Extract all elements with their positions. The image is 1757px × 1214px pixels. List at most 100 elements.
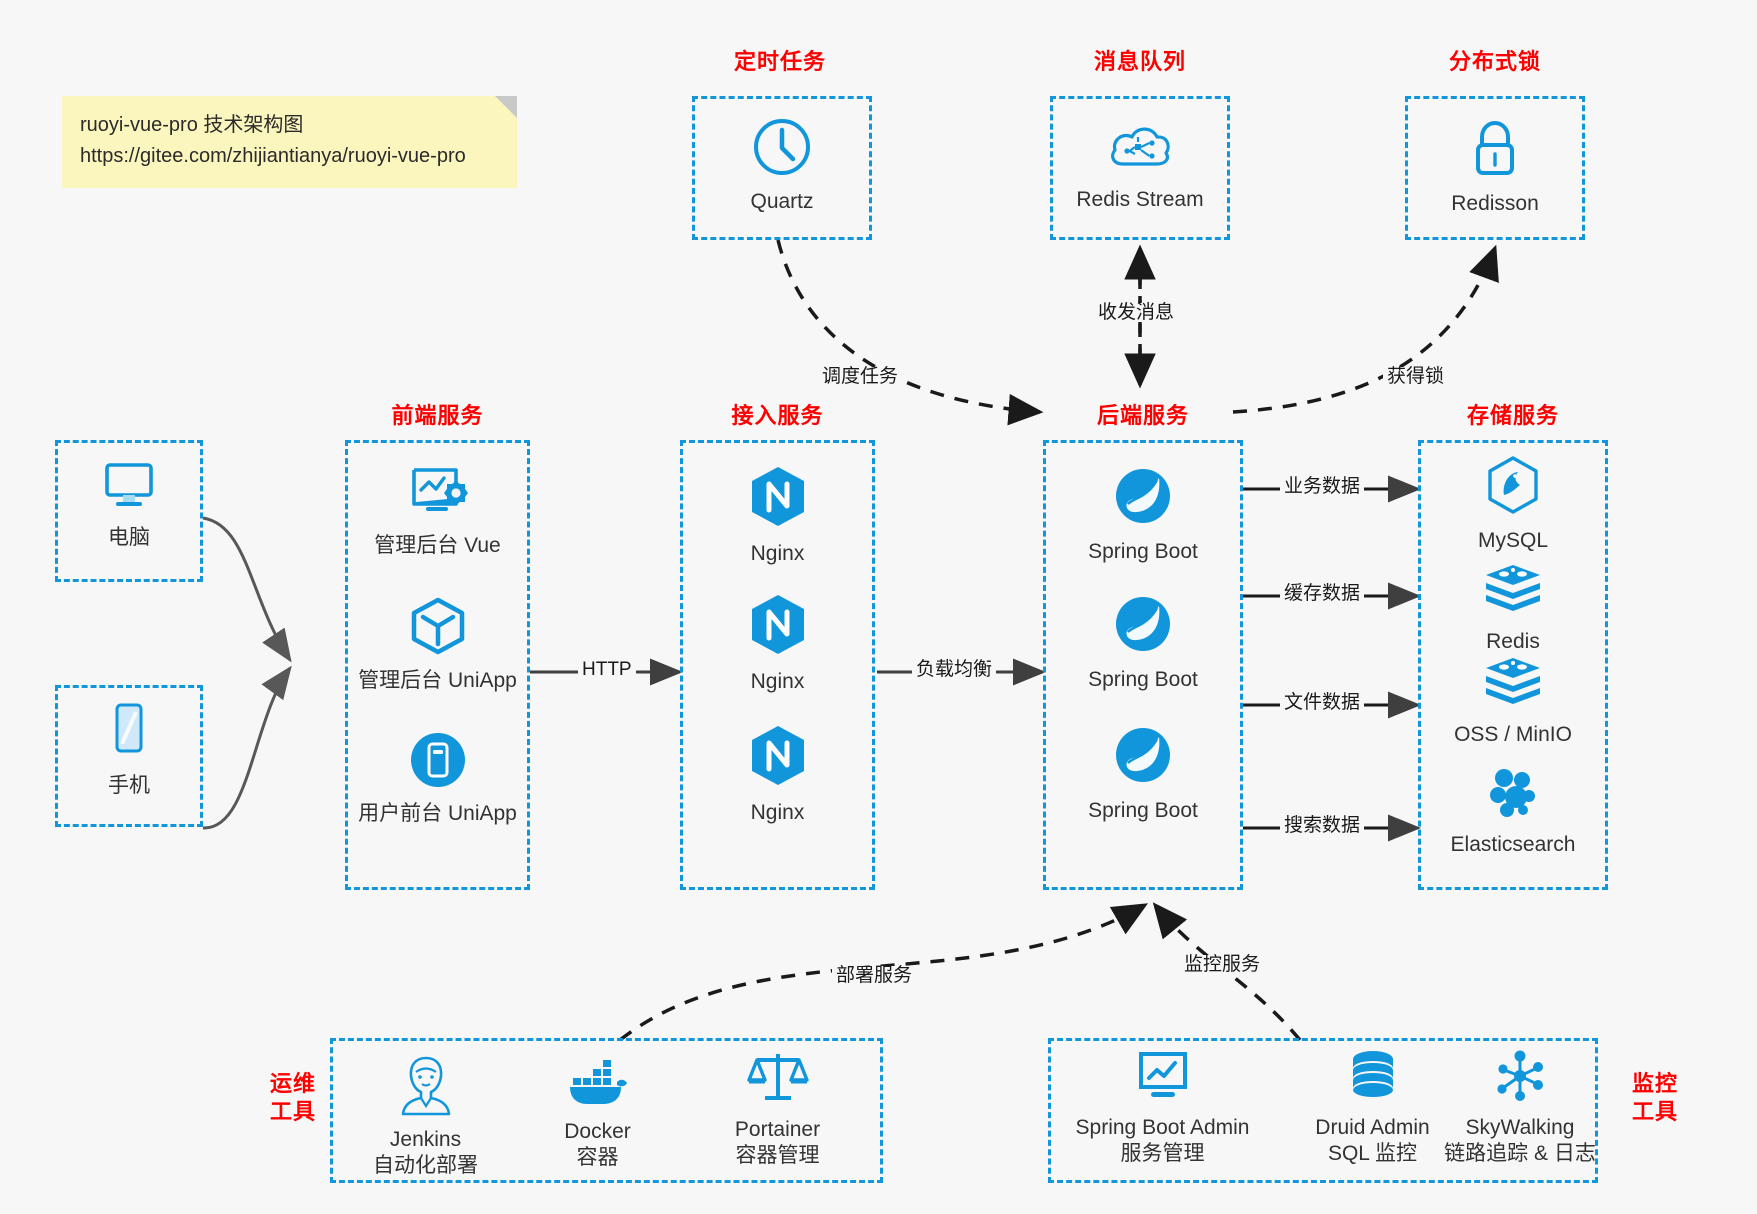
node-label: Nginx [750,542,805,565]
nginx-icon [747,723,809,794]
node-sublabel: 链路追踪 & 日志 [1444,1141,1596,1165]
edge-label-search-data: 搜索数据 [1280,816,1365,835]
skywalking-icon [1492,1048,1548,1109]
oss-minio-icon [1482,655,1544,716]
node-label: Redis Stream [1076,188,1204,211]
node-portainer[interactable]: Portainer 容器管理 [690,1048,865,1168]
node-oss-minio[interactable]: OSS / MinIO [1418,655,1608,748]
monitor-gear-icon [406,462,470,527]
node-elasticsearch[interactable]: Elasticsearch [1418,765,1608,858]
node-spring-boot-2[interactable]: Spring Boot [1043,592,1243,693]
group-title-storage: 存储服务 [1466,403,1559,428]
node-nginx-3[interactable]: Nginx [680,723,875,826]
group-title-scheduler: 定时任务 [733,49,826,74]
node-label: Portainer [734,1118,821,1141]
node-redisson[interactable]: Redisson [1405,118,1585,217]
monitor-chart-icon [1133,1048,1193,1109]
portainer-scale-icon [746,1048,809,1111]
node-sublabel: 服务管理 [1120,1141,1205,1165]
group-box-frontend [345,440,530,890]
node-sublabel: 自动化部署 [373,1153,478,1177]
node-spring-boot-1[interactable]: Spring Boot [1043,464,1243,565]
node-user-uniapp[interactable]: 用户前台 UniApp [345,730,530,827]
node-nginx-2[interactable]: Nginx [680,592,875,695]
edge-label-cache-data: 缓存数据 [1280,584,1365,603]
edge-acquire-lock [1232,244,1499,414]
node-docker[interactable]: Docker 容器 [520,1052,675,1170]
group-box-scheduler [692,96,872,240]
node-sublabel: 容器管理 [735,1143,820,1167]
group-title-mq: 消息队列 [1093,49,1186,74]
spring-boot-icon [1111,723,1175,792]
node-label: Redis [1486,630,1540,653]
elasticsearch-icon [1483,765,1543,826]
group-title-backend: 后端服务 [1096,403,1189,428]
edge-label-load-balance: 负载均衡 [912,660,997,679]
node-label: MySQL [1477,529,1548,552]
group-box-storage [1418,440,1608,890]
node-label: 用户前台 UniApp [358,802,517,825]
node-label: Redisson [1451,192,1539,215]
node-label: Quartz [750,190,814,213]
group-box-lock [1405,96,1585,240]
group-title-monitor: 监控 工具 [1620,1070,1690,1125]
lock-icon [1466,118,1524,185]
mobile-app-icon [408,730,468,795]
note-line-1: ruoyi-vue-pro 技术架构图 [80,114,304,136]
edge-clients-to-frontend [202,516,292,830]
node-label: 管理后台 UniApp [358,669,517,692]
edge-label-business-data: 业务数据 [1280,477,1365,496]
node-label: 管理后台 Vue [374,534,501,557]
node-mobile[interactable]: 手机 [55,700,203,799]
nginx-icon [747,464,809,535]
clock-icon [751,116,813,183]
node-label: Spring Boot [1088,540,1198,563]
node-spring-boot-admin[interactable]: Spring Boot Admin 服务管理 [1055,1048,1270,1166]
cloud-stream-icon [1107,120,1173,181]
node-redis-stream[interactable]: Redis Stream [1050,120,1230,213]
spring-boot-icon [1111,592,1175,661]
node-jenkins[interactable]: Jenkins 自动化部署 [348,1050,503,1178]
edge-label-file-data: 文件数据 [1280,693,1365,712]
node-skywalking[interactable]: SkyWalking 链路追踪 & 日志 [1440,1048,1600,1166]
group-title-frontend: 前端服务 [391,403,484,428]
note-fold-corner [495,96,517,118]
group-box-gateway [680,440,875,890]
node-redis[interactable]: Redis [1418,562,1608,655]
node-label: 电脑 [108,526,150,549]
group-box-devops [330,1038,883,1183]
edge-label-acquire-lock: 获得锁 [1383,367,1449,386]
node-nginx-1[interactable]: Nginx [680,464,875,567]
redis-icon [1482,562,1544,623]
node-mysql[interactable]: MySQL [1418,455,1608,554]
group-title-monitor-line2: 工具 [1631,1098,1678,1124]
edge-label-schedule-task: 调度任务 [818,367,903,386]
node-label: Spring Boot Admin [1075,1116,1250,1139]
group-title-devops: 运维 工具 [258,1070,328,1125]
node-label: SkyWalking [1465,1116,1575,1139]
node-spring-boot-3[interactable]: Spring Boot [1043,723,1243,824]
group-box-mq [1050,96,1230,240]
node-druid-admin[interactable]: Druid Admin SQL 监控 [1290,1048,1455,1166]
group-title-lock: 分布式锁 [1448,49,1541,74]
node-label: 手机 [108,774,150,797]
nginx-icon [747,592,809,663]
desktop-icon [99,458,159,519]
group-title-devops-line1: 运维 [269,1071,316,1096]
node-desktop[interactable]: 电脑 [55,458,203,551]
edge-label-monitor-service: 监控服务 [1180,955,1265,974]
node-admin-uniapp[interactable]: 管理后台 UniApp [345,595,530,694]
node-label: Docker [564,1120,631,1143]
group-box-monitor [1048,1038,1598,1183]
docker-icon [565,1052,631,1113]
node-sublabel: 容器 [576,1145,619,1169]
edge-schedule-task [776,239,1044,426]
edge-label-deploy-service: 部署服务 [832,966,917,985]
node-quartz[interactable]: Quartz [692,116,872,215]
node-admin-vue[interactable]: 管理后台 Vue [345,462,530,559]
edge-label-send-receive-msg: 收发消息 [1094,303,1179,322]
node-label: Nginx [750,670,805,693]
group-box-client-mobile [55,685,203,827]
node-label: Spring Boot [1088,799,1198,822]
